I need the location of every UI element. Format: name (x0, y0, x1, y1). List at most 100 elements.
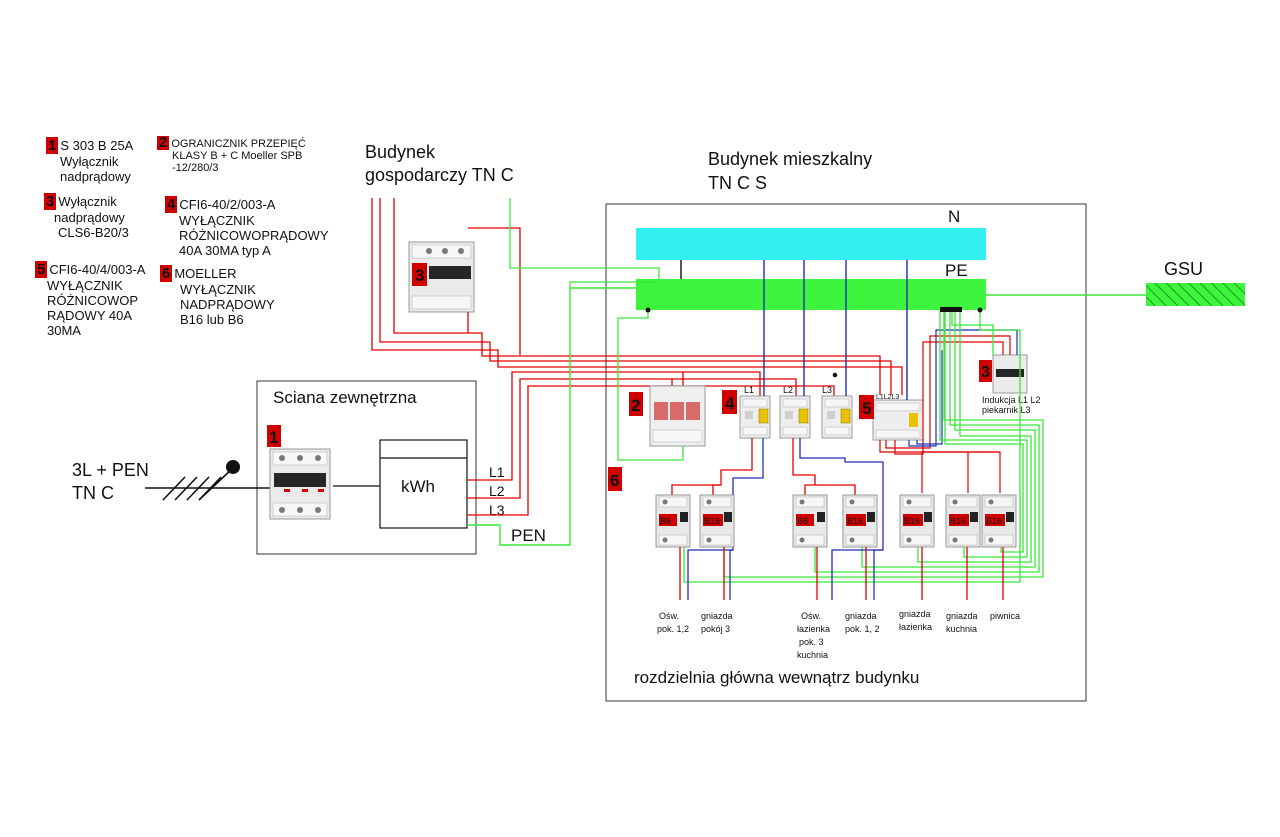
rcd-phase-tag-l1: L1 (744, 385, 754, 395)
legend-text: KLASY B + C Moeller SPB (172, 150, 303, 162)
four-wire-symbol (162, 467, 234, 501)
external-wall-frame (256, 380, 477, 555)
pe-busbar (636, 279, 986, 310)
legend-text: CLS6-B20/3 (58, 225, 129, 240)
legend-text: WYŁĄCZNIK (180, 282, 256, 297)
badge-induction-breaker-number: 3 (981, 364, 990, 381)
pe-terminal-dot (645, 307, 651, 313)
phase-label-l1: L1 (489, 464, 505, 480)
badge-rcd-4p-number: 5 (862, 399, 871, 418)
legend-text: 40A 30MA typ A (179, 243, 271, 258)
legend-number-badge: 6 (160, 265, 173, 282)
main-breaker (269, 448, 331, 520)
rcd-l2 (779, 395, 811, 439)
pen-label: PEN (511, 526, 546, 545)
pe-bar-terminals (940, 307, 962, 312)
rcd4-phase-wires (879, 335, 1011, 493)
badge-rcd-2p (722, 390, 737, 414)
badge-induction-breaker (979, 360, 992, 382)
legend-text: CFI6-40/2/003-A (179, 197, 276, 212)
gsu-label: GSU (1164, 259, 1203, 279)
rcd4-neutral-wires (908, 329, 1018, 447)
legend-number-badge: 4 (165, 196, 178, 213)
circuit-label: Ośw. pok. 1,2 (657, 611, 689, 634)
phase-label-l2: L2 (489, 483, 505, 499)
rcd-phase-tag-l3: L3 (822, 385, 832, 395)
legend-text: CFI6-40/4/003-A (49, 262, 146, 277)
outbuilding-pe-wire (509, 198, 660, 279)
rcd-4p-phase-tag: L1L2L3 (876, 394, 899, 401)
badge-rcd-2p-number: 4 (725, 394, 735, 413)
rcd-phase-tag-l2: L2 (783, 385, 793, 395)
rcd-to-mcb-phase-wires (671, 438, 856, 496)
induction-breaker (992, 354, 1028, 394)
badge-mcb-group-number: 6 (610, 471, 619, 490)
supply-system-label: TN C (72, 483, 114, 503)
legend-text: 30MA (47, 323, 81, 338)
board-caption: rozdzielnia główna wewnątrz budynku (634, 668, 919, 687)
legend-text: NADPRĄDOWY (180, 297, 275, 312)
mcb-rating: B6 (797, 516, 808, 526)
circuit-label: gniazda pok. 1, 2 (845, 611, 880, 634)
legend-number-badge: 1 (46, 137, 59, 154)
main-board-frame (605, 203, 1087, 702)
mcb-rating: B16 (904, 516, 920, 526)
outbuilding-system-label: gospodarczy TN C (365, 165, 514, 185)
meter-label: kWh (401, 477, 435, 496)
pe-wires (683, 310, 1044, 583)
legend-text: RĄDOWY 40A (47, 308, 133, 323)
rcd-l3 (821, 395, 853, 439)
legend-text: WYŁĄCZNIK (47, 278, 123, 293)
legend-text: OGRANICZNIK PRZEPIĘĆ (171, 138, 306, 150)
circuit-label: gniazda łazienka (899, 609, 933, 632)
pe-terminal-dot (977, 307, 983, 313)
outbuilding-title: Budynek (365, 142, 436, 162)
badge-main-breaker (267, 425, 281, 447)
outbuilding-phase-wires (371, 198, 903, 395)
phase-label-l3: L3 (489, 502, 505, 518)
external-wall-label: Sciana zewnętrzna (273, 388, 417, 407)
badge-surge-protector (629, 392, 643, 416)
legend-text: nadprądowy (54, 210, 125, 225)
circuit-label: gniazda pokój 3 (701, 611, 735, 634)
mcb-rating-tags (659, 514, 1005, 526)
rcd-4p (872, 399, 924, 441)
legend-number-badge: 3 (44, 193, 57, 210)
gsu-ground-electrode (1146, 283, 1245, 306)
mcb-rating: B16 (950, 516, 966, 526)
circuit-label: Ośw. łazienka pok. 3 kuchnia (797, 611, 833, 660)
badge-mcb-group (608, 467, 622, 491)
rcd-l1 (739, 395, 771, 439)
house-system-label: TN C S (708, 173, 767, 193)
badge-surge-protector-number: 2 (631, 396, 640, 415)
energy-meter (379, 439, 468, 529)
induction-label-oven: piekarnik L3 (982, 405, 1031, 415)
legend-text: Wyłącznik (58, 194, 117, 209)
legend-text: RÓŻNICOWOPRĄDOWY (179, 228, 329, 243)
neutral-busbar (636, 228, 986, 260)
circuit-label: piwnica (990, 611, 1020, 621)
legend-number-badge: 5 (35, 261, 48, 278)
legend-text: Wyłącznik (60, 154, 119, 169)
legend-text: -12/280/3 (172, 162, 219, 174)
circuit-phase-wires (679, 547, 1004, 600)
badge-outbuilding-breaker (412, 263, 427, 286)
mcb-rating: B16 (986, 516, 1002, 526)
neutral-bar-label: N (948, 207, 960, 226)
pen-wire (467, 287, 636, 546)
incoming-phase-wires (467, 371, 835, 516)
badge-outbuilding-breaker-number: 3 (415, 266, 424, 285)
legend-number-badge: 2 (157, 134, 170, 151)
mcb-rating: B16 (704, 516, 720, 526)
house-title: Budynek mieszkalny (708, 149, 872, 169)
legend-text: RÓŻNICOWOP (47, 293, 138, 308)
circuit-label: gniazda kuchnia (946, 611, 980, 634)
supply-node-icon (226, 460, 240, 474)
legend-text: MOELLER (174, 266, 237, 281)
